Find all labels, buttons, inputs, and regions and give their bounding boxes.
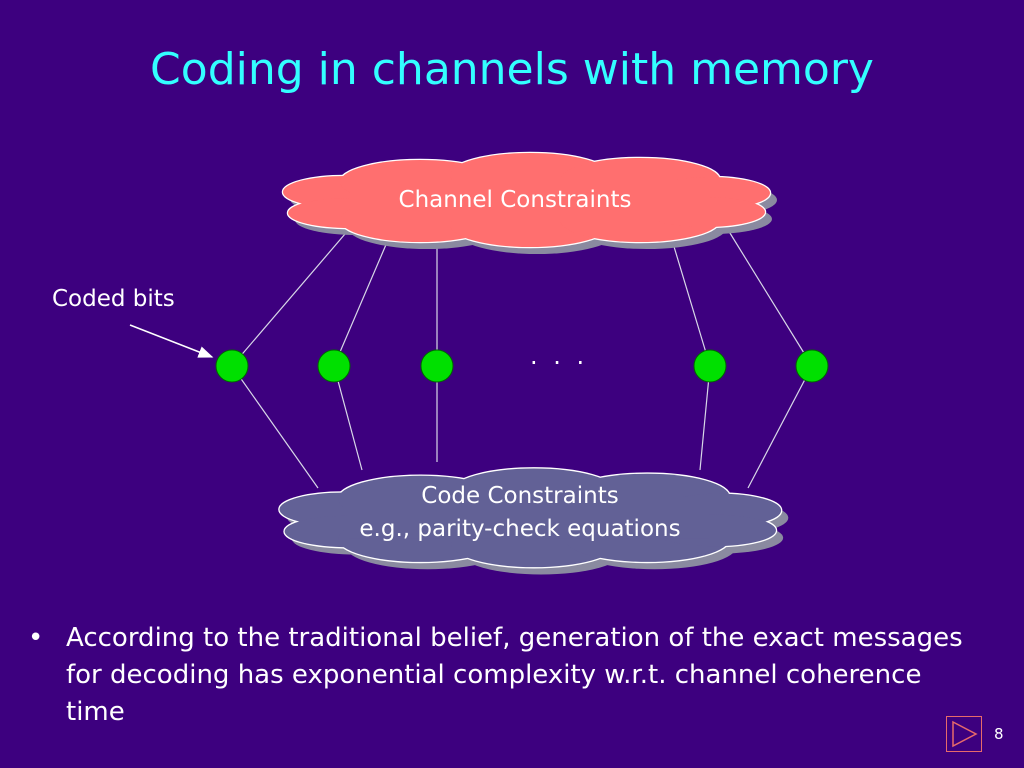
connector-line: [333, 239, 389, 367]
code-constraints-title: Code Constraints: [421, 483, 619, 509]
page-number: 8: [994, 725, 1004, 743]
coded-bits-arrow: [129, 324, 214, 358]
ellipsis: . . .: [530, 342, 589, 370]
coded-bit-node: [693, 349, 727, 383]
next-slide-button[interactable]: [946, 716, 982, 752]
bullet-list: • According to the traditional belief, g…: [28, 620, 968, 731]
code-constraints-label: Code Constraints e.g., parity-check equa…: [310, 480, 730, 546]
coded-bit-node: [420, 349, 454, 383]
connector-line: [333, 365, 363, 471]
slide-title: Coding in channels with memory: [150, 44, 874, 95]
connector-line: [671, 239, 711, 367]
channel-constraints-label: Channel Constraints: [398, 187, 632, 213]
coded-bits-label: Coded bits: [52, 286, 175, 312]
coded-bit-node: [795, 349, 829, 383]
connector-lines: [231, 224, 813, 489]
coded-bit-nodes: [215, 349, 829, 383]
play-triangle-icon: [952, 720, 978, 748]
bullet-dot-icon: •: [28, 623, 44, 653]
connector-line: [231, 365, 319, 489]
connector-line: [231, 233, 346, 367]
code-constraints-example: e.g., parity-check equations: [359, 516, 681, 542]
bullet-text: According to the traditional belief, gen…: [66, 623, 963, 727]
connector-line: [699, 365, 711, 471]
coded-bit-node: [317, 349, 351, 383]
connector-line: [747, 365, 813, 489]
bullet-item: • According to the traditional belief, g…: [28, 620, 968, 731]
coded-bit-node: [215, 349, 249, 383]
connector-line: [724, 224, 813, 367]
